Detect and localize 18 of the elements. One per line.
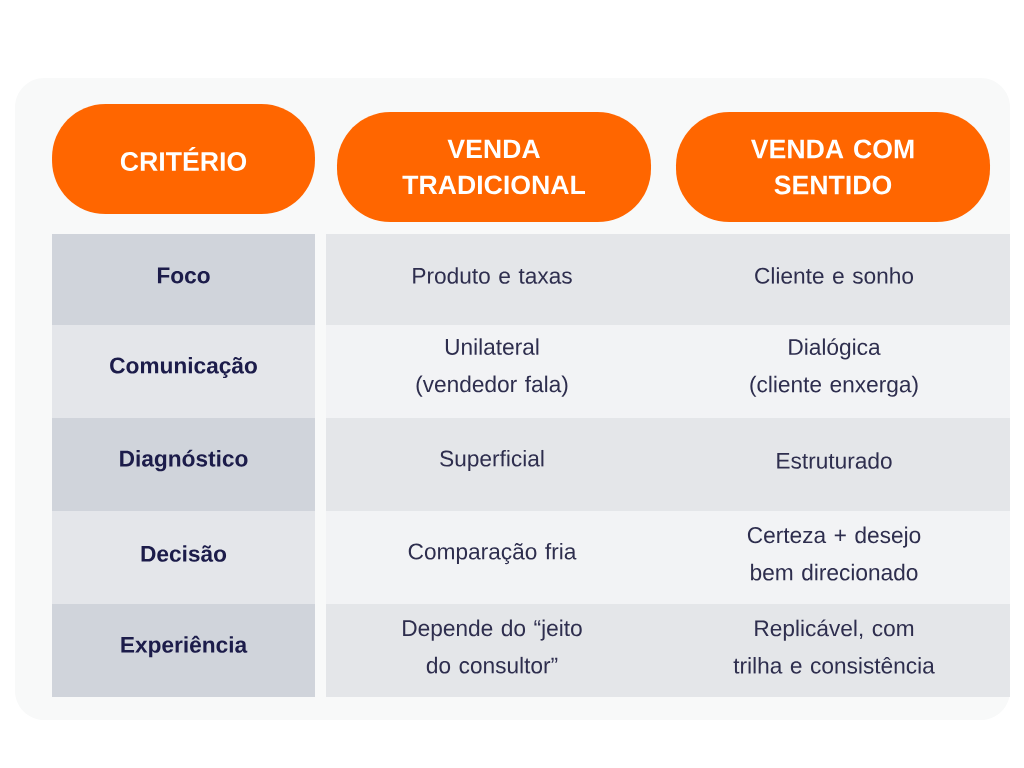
table-cell: Replicável, com trilha e consistência (658, 604, 1010, 697)
header-pill: VENDA TRADICIONAL (337, 112, 651, 222)
table-cell: Experiência (52, 604, 315, 697)
table-cell: Foco (52, 234, 315, 325)
header-pill: VENDA COM SENTIDO (676, 112, 990, 222)
table-cell: Comunicação (52, 325, 315, 418)
table-cell: Dialógica (cliente enxerga) (658, 325, 1010, 418)
table-cell: Depende do “jeito do consultor” (326, 604, 658, 697)
table-cell: Decisão (52, 511, 315, 604)
table-cell: Estruturado (658, 418, 1010, 511)
table-cell: Certeza + desejo bem direcionado (658, 511, 1010, 604)
table-cell: Produto e taxas (326, 234, 658, 325)
table-cell: Cliente e sonho (658, 234, 1010, 325)
table-cell: Unilateral (vendedor fala) (326, 325, 658, 418)
header-pill: CRITÉRIO (52, 104, 315, 214)
table-cell: Diagnóstico (52, 418, 315, 511)
table-cell: Superficial (326, 418, 658, 511)
table-cell: Comparação fria (326, 511, 658, 604)
